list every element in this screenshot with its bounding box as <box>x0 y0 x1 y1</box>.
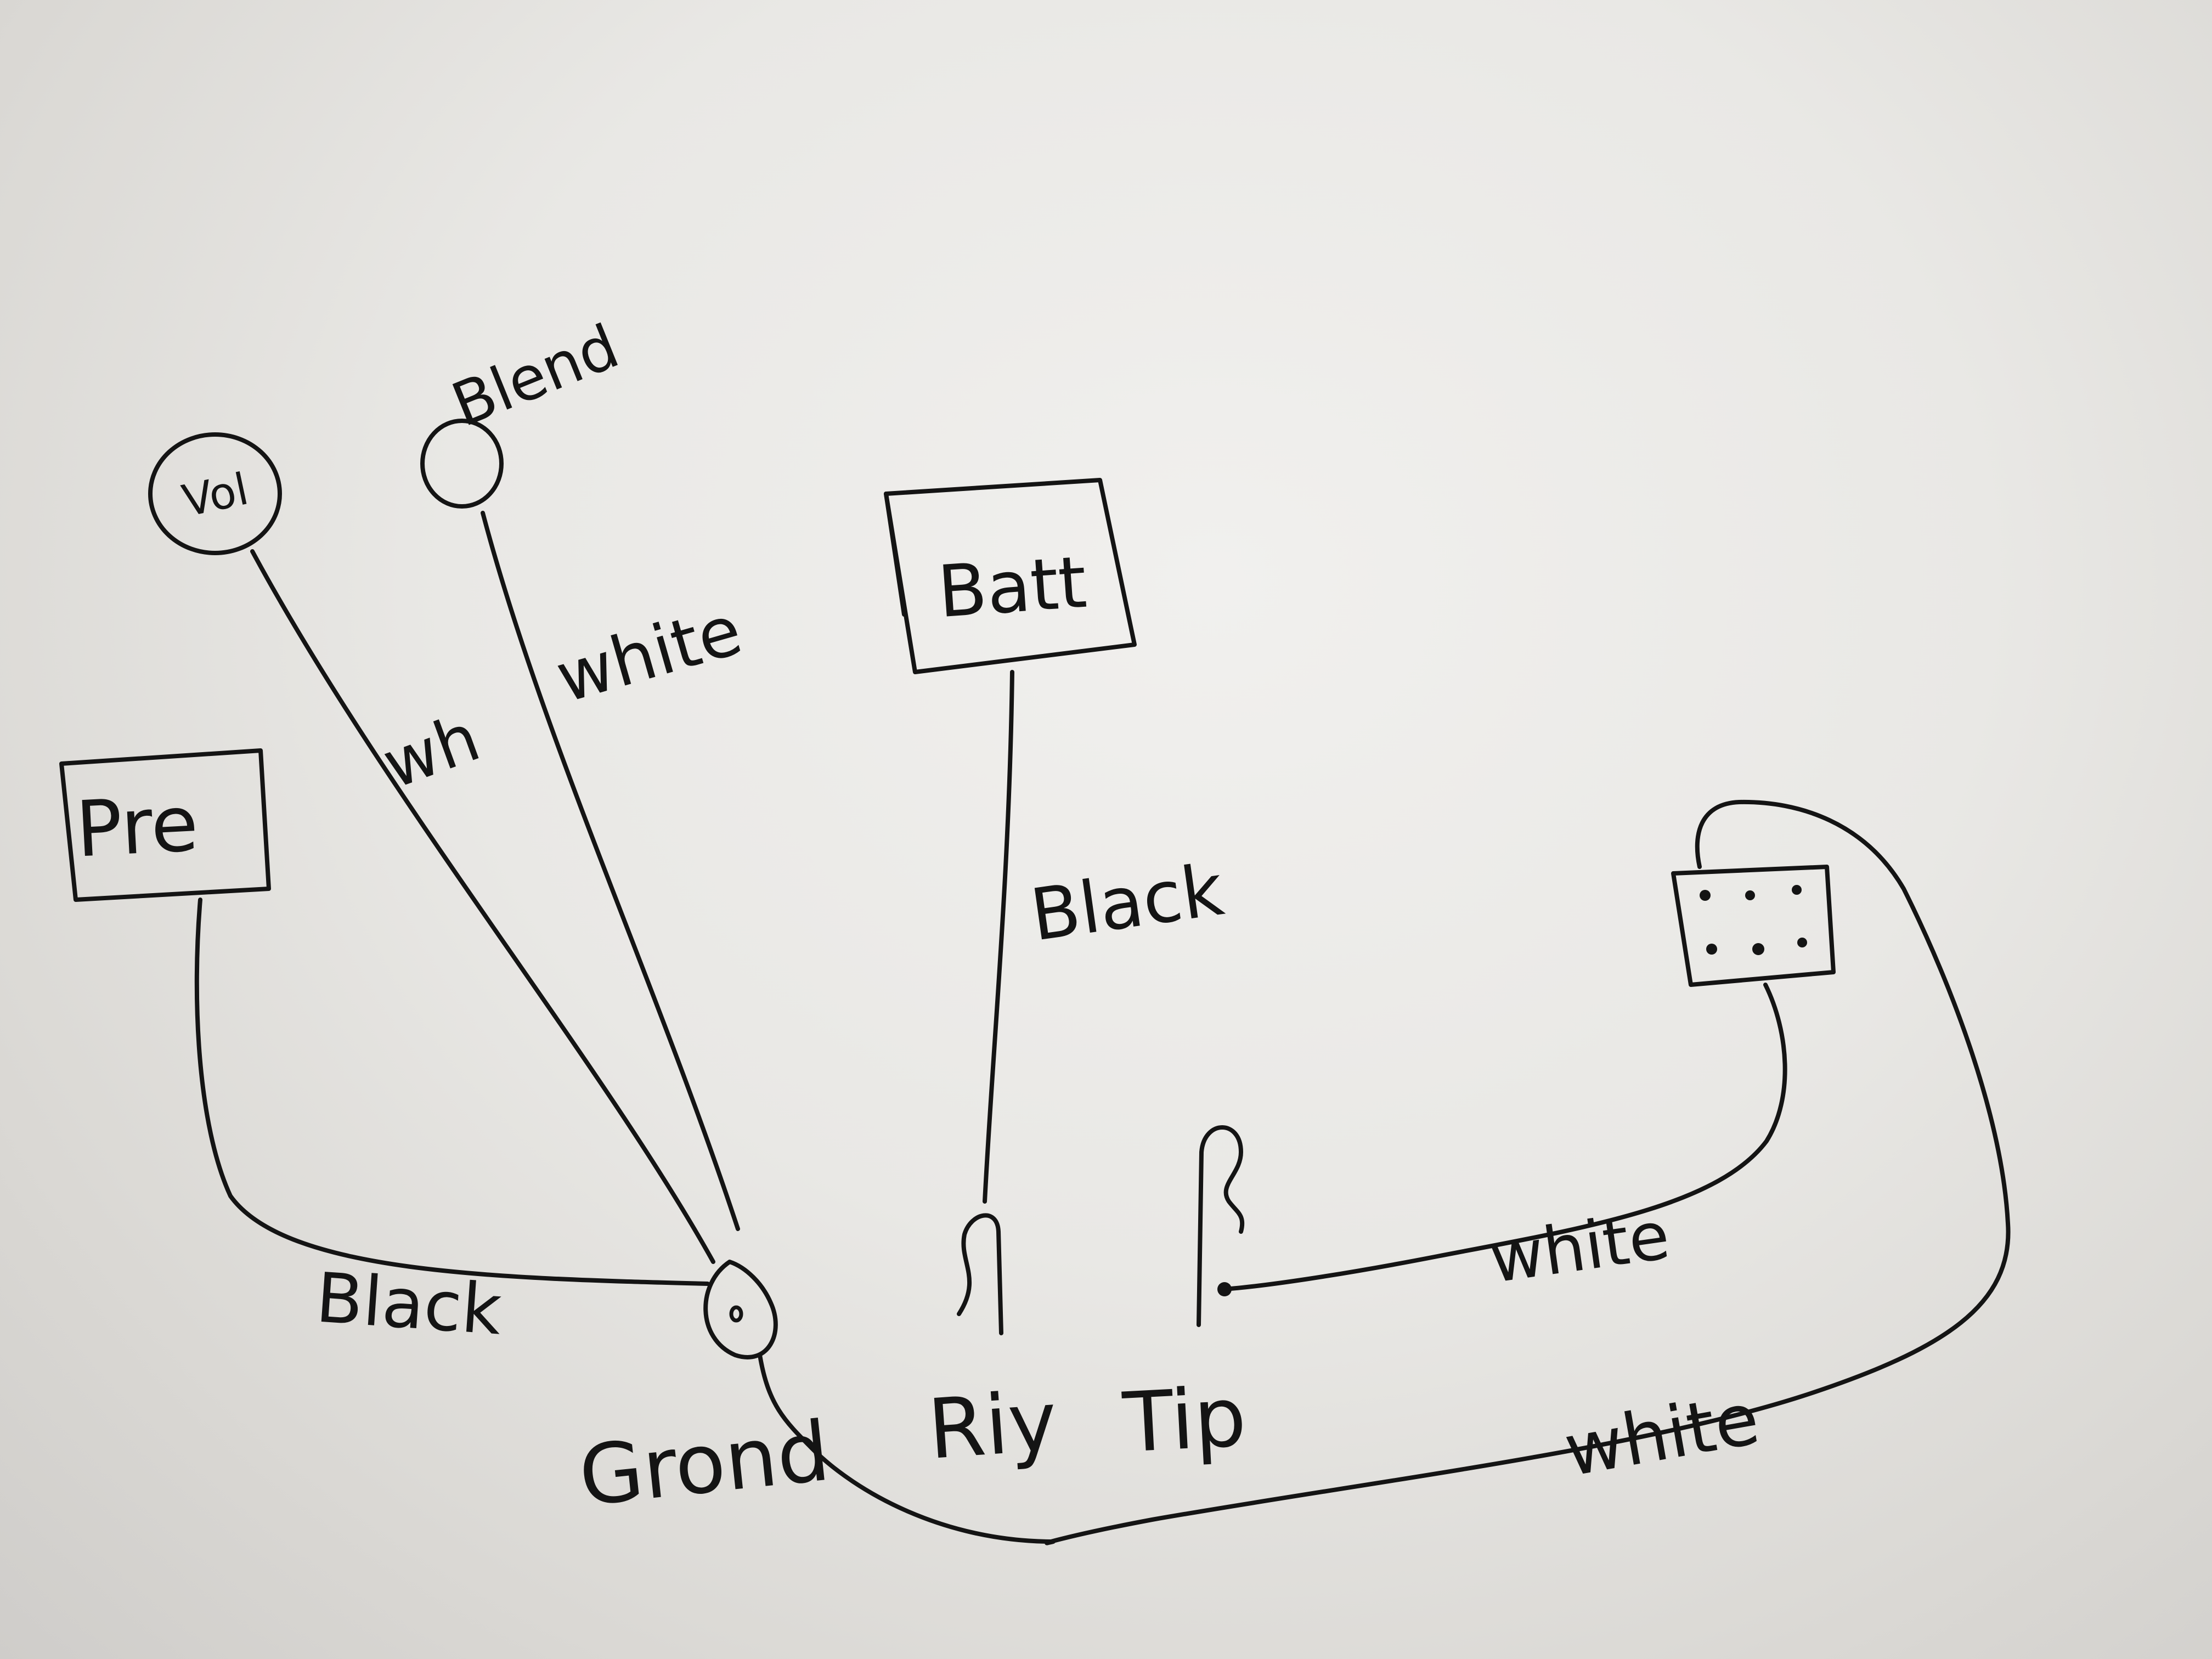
pre-wire-label: Black <box>313 1258 504 1350</box>
ground-label: Grond <box>575 1404 834 1525</box>
tip-solder-point <box>1217 1282 1232 1296</box>
vol-label: Vol <box>178 464 252 527</box>
tip-lug <box>1197 1125 1245 1327</box>
battery-tick <box>884 492 906 617</box>
pre-wire <box>194 898 710 1286</box>
jack-lug-5 <box>1752 943 1764 955</box>
preamp-outline <box>59 748 271 902</box>
tip-lug-outline <box>1197 1125 1245 1327</box>
ground-lug <box>703 1260 778 1359</box>
blend-pot-circle <box>420 419 504 509</box>
tip-label: Tip <box>1120 1369 1249 1471</box>
jack-outline <box>1671 865 1836 987</box>
vol-wire-label: wh <box>374 699 489 804</box>
preamp-box: Pre <box>59 748 271 902</box>
blend-wire <box>481 511 740 1231</box>
batt-wire <box>983 670 1014 1204</box>
batt-wire-label: Black <box>1026 848 1228 957</box>
jack-to-ground-label: white <box>1559 1376 1765 1492</box>
blend-wire-label: white <box>548 590 751 719</box>
pre-label: Pre <box>74 779 200 874</box>
batt-label: Batt <box>935 540 1090 634</box>
vol-pot-circle <box>148 432 282 555</box>
jack-lug-1 <box>1700 890 1711 901</box>
battery-box: Batt <box>884 478 1137 674</box>
output-jack <box>1671 865 1836 987</box>
vol-pot: Vol <box>148 432 282 555</box>
ring-lug <box>957 1213 1003 1335</box>
jack-to-tip-label: white <box>1485 1198 1674 1298</box>
jack-to-ground-wire <box>758 799 2011 1545</box>
ring-label: Riy <box>925 1374 1060 1478</box>
jack-to-tip-wire <box>1221 983 1787 1291</box>
ground-lug-hole <box>729 1305 743 1323</box>
jack-lug-6 <box>1797 938 1807 947</box>
vol-wire <box>250 549 715 1264</box>
ring-lug-outline <box>957 1213 1003 1335</box>
jack-lug-2 <box>1745 890 1755 900</box>
blend-pot: Blend <box>420 311 628 509</box>
jack-lug-4 <box>1706 944 1717 955</box>
blend-label: Blend <box>443 311 628 441</box>
jack-lug-3 <box>1792 885 1802 895</box>
